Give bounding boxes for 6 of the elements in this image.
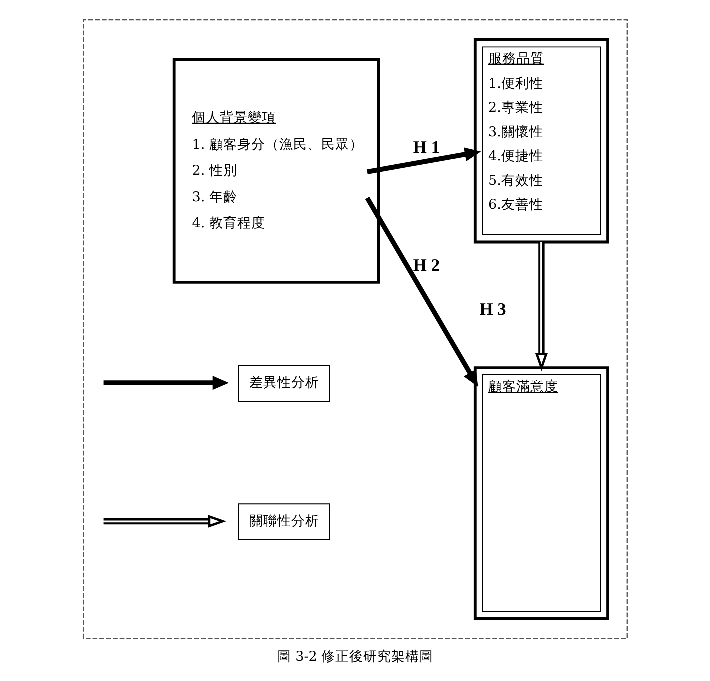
caption: 圖 3-2 修正後研究架構圖	[276, 649, 434, 666]
edge-label: H 2	[412, 255, 440, 276]
legend-label: 關聯性分析	[248, 514, 319, 530]
edge-label: H 3	[479, 299, 506, 320]
legend-label: 差異性分析	[248, 375, 319, 392]
edge-label: H 1	[412, 137, 440, 158]
